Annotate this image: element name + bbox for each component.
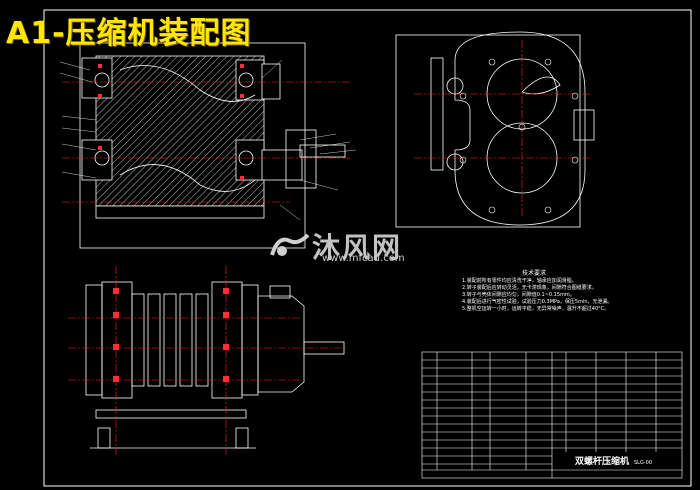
rotor-profile-lower [119,164,256,192]
tech-line-3: 3.转子与壳体间隙应均匀，间隙值0.1~0.15mm。 [462,292,575,298]
shaft-seal-upper [261,63,281,100]
bearing-circle-1 [94,72,110,88]
section-outline [79,42,306,249]
top-port [269,285,291,299]
end-view-frame [395,34,581,228]
end-view-bolts [459,58,579,214]
discharge-port [573,109,595,141]
bearing-circle-4 [238,150,254,166]
front-base [95,409,247,419]
tech-line-2: 2.转子装配后应转动灵活，无卡滞现象，间隙符合图纸要求。 [462,285,597,291]
watermark-brand: 沐风网 [312,231,403,264]
title-block-name: 双螺杆压缩机 [575,457,630,467]
rib-5 [195,293,209,387]
mfcad-logo-icon [270,233,310,256]
front-view-bolts [113,288,229,382]
tech-requirements-heading: 技术要求 [522,270,547,277]
end-view [395,31,595,228]
front-view [85,281,345,449]
tech-line-4: 4.装配后进行气密性试验，试验压力0.3MPa，保压5min，无泄漏。 [462,299,613,305]
end-view-centerlines [414,40,592,218]
housing-outline [454,31,586,226]
sheet-border [43,9,692,487]
section-view [79,42,346,249]
left-end-plate [85,284,103,396]
rib-4 [179,293,193,387]
base-plate [95,205,265,219]
foot-right [235,427,249,449]
rib-1 [131,293,145,387]
bearing-circle-3 [238,72,254,88]
end-lug-upper [446,77,464,95]
rib-2 [147,293,161,387]
parts-rows [422,359,682,471]
end-lug-lower [446,153,464,171]
rotor-profile-upper [119,65,256,102]
section-bolts [98,64,244,180]
drive-housing [285,129,317,189]
drive-end-housing [257,295,305,393]
right-bearing-lower [235,139,265,181]
shaft-coupling [261,149,303,181]
drive-shaft [299,144,346,158]
parts-list [421,351,683,479]
right-end-plate [241,284,259,396]
watermark: 沐风网 [268,226,402,266]
left-bearing-lower [81,139,113,181]
left-bearing-upper [81,57,113,99]
section-centerlines [62,81,350,203]
rib-3 [163,293,177,387]
drawing-title: A1-压缩机装配图 [6,16,252,51]
section-leaders [59,59,357,221]
tech-line-5: 5.整机空运转一小时，运转平稳，无异常噪声，温升不超过40°C。 [462,306,610,312]
end-flange [430,57,444,171]
watermark-url: www.mfcad.com [322,253,405,264]
title-block-drawing-no: SLG-00 [634,460,653,466]
tech-line-1: 1.装配前所有零件均应清洗干净，轴承应加润滑脂。 [462,278,577,284]
foot-left [97,427,111,449]
